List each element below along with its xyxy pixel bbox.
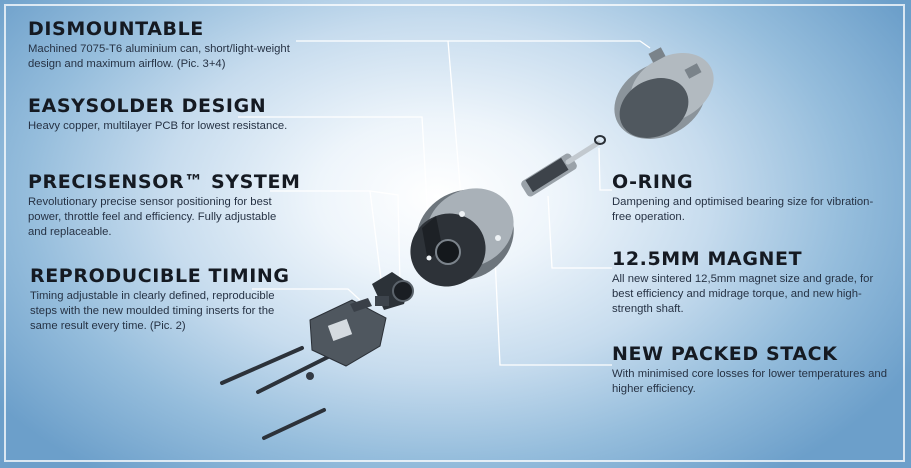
- leader-line-precisensor-b: [369, 190, 401, 287]
- feature-title: NEW PACKED STACK: [612, 343, 838, 365]
- leader-line-stack: [493, 235, 612, 366]
- feature-title: DISMOUNTABLE: [28, 18, 204, 40]
- feature-reproducible-timing: REPRODUCIBLE TIMING Timing adjustable in…: [30, 265, 290, 334]
- feature-description: With minimised core losses for lower tem…: [612, 368, 887, 395]
- feature-title: REPRODUCIBLE TIMING: [30, 265, 290, 287]
- feature-precisensor-system: PRECISENSOR™ SYSTEM Revolutionary precis…: [28, 171, 301, 240]
- leader-line-oring: [598, 147, 612, 191]
- screw: [262, 408, 326, 440]
- feature-dismountable: DISMOUNTABLE Machined 7075-T6 aluminium …: [28, 18, 308, 72]
- feature-title: O-RING: [612, 171, 694, 193]
- motor-can: [614, 47, 714, 139]
- leader-line-dismountable: [296, 40, 463, 211]
- feature-easysolder-design: EASYSOLDER DESIGN Heavy copper, multilay…: [28, 95, 288, 134]
- o-ring: [594, 135, 606, 145]
- leader-line-easysolder: [238, 116, 431, 257]
- feature-o-ring: O-RING Dampening and optimised bearing s…: [612, 171, 877, 225]
- feature-description: Timing adjustable in clearly defined, re…: [30, 290, 275, 332]
- feature-magnet: 12.5MM MAGNET All new sintered 12,5mm ma…: [612, 248, 887, 317]
- leader-line-timing: [252, 288, 361, 301]
- timing-plate: [309, 298, 387, 367]
- screws: [220, 346, 332, 440]
- feature-description: Revolutionary precise sensor positioning…: [28, 196, 277, 238]
- feature-description: Dampening and optimised bearing size for…: [612, 196, 874, 223]
- screw: [256, 354, 332, 394]
- screw: [220, 346, 304, 385]
- stator-assembly: [410, 188, 514, 287]
- magnet-rotor: [521, 140, 601, 197]
- leader-line-magnet: [547, 195, 612, 269]
- leader-lines: [238, 40, 651, 366]
- sensor-module: [372, 272, 414, 310]
- feature-title: PRECISENSOR™ SYSTEM: [28, 171, 301, 193]
- feature-description: All new sintered 12,5mm magnet size and …: [612, 273, 874, 315]
- feature-description: Heavy copper, multilayer PCB for lowest …: [28, 120, 288, 132]
- feature-new-packed-stack: NEW PACKED STACK With minimised core los…: [612, 343, 887, 397]
- feature-title: EASYSOLDER DESIGN: [28, 95, 267, 117]
- feature-title: 12.5MM MAGNET: [612, 248, 803, 270]
- feature-description: Machined 7075-T6 aluminium can, short/li…: [28, 43, 290, 70]
- small-screw: [306, 372, 314, 380]
- leader-line-dismountable-top: [448, 40, 651, 49]
